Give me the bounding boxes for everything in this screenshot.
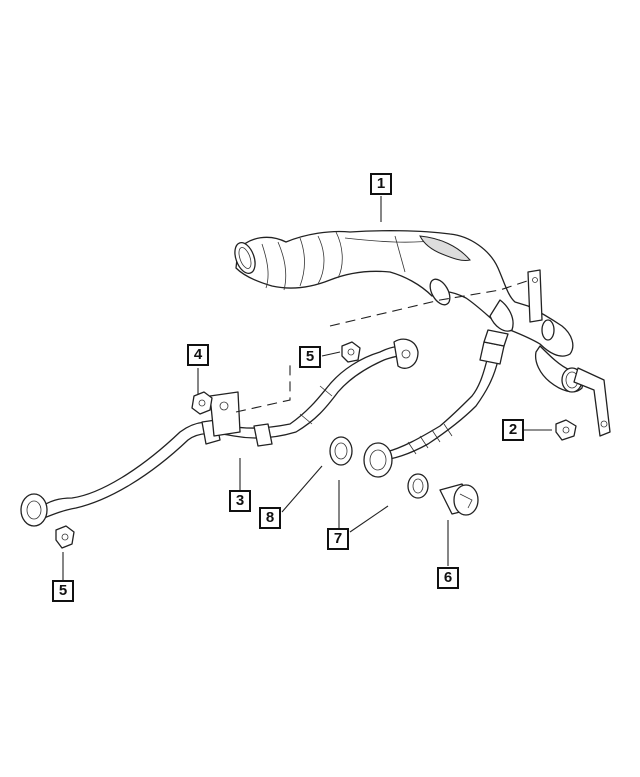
part-7-washer [407, 473, 429, 499]
part-1-intake-hose [234, 230, 611, 437]
leader-lines [62, 196, 552, 580]
part-7-banjo-fitting [363, 442, 393, 478]
callout-5-lower: 5 [52, 580, 74, 602]
callout-2: 2 [502, 419, 524, 441]
hose-lower-section [379, 329, 509, 461]
callout-5-upper: 5 [299, 346, 321, 368]
callout-1: 1 [370, 173, 392, 195]
callout-7: 7 [327, 528, 349, 550]
part-2-bolt [555, 419, 577, 441]
callout-8: 8 [259, 507, 281, 529]
callout-3: 3 [229, 490, 251, 512]
part-4-nut [191, 391, 213, 415]
callout-4: 4 [187, 344, 209, 366]
part-5-bolt-upper [341, 341, 361, 363]
callout-6: 6 [437, 567, 459, 589]
part-6-banjo-bolt [439, 483, 479, 516]
part-5-bolt-lower [55, 525, 75, 549]
part-8-washer [329, 436, 353, 466]
part-3-oil-tube [20, 338, 419, 527]
